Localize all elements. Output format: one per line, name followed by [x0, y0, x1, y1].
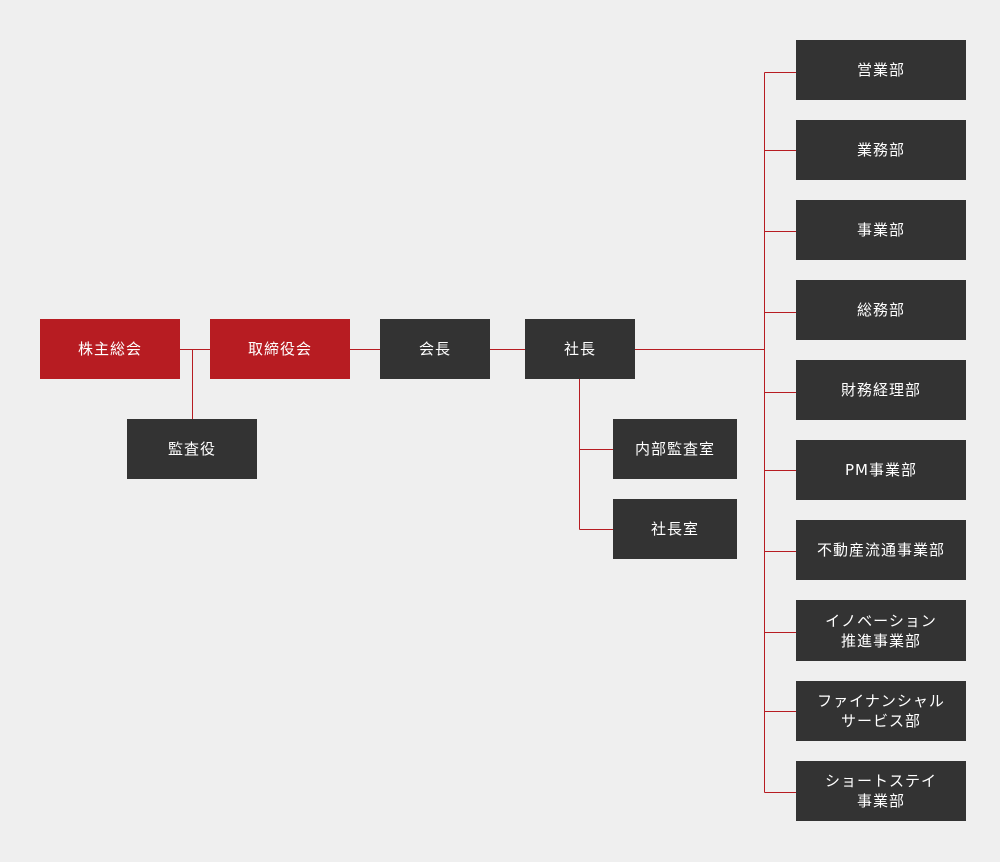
department-box: 事業部 [796, 200, 966, 260]
president-office-box: 社長室 [613, 499, 737, 559]
department-box: 不動産流通事業部 [796, 520, 966, 580]
department-box: ファイナンシャル サービス部 [796, 681, 966, 741]
shareholders-meeting-box: 株主総会 [40, 319, 180, 379]
department-box: 財務経理部 [796, 360, 966, 420]
board-of-directors-box: 取締役会 [210, 319, 350, 379]
department-box: ショートステイ 事業部 [796, 761, 966, 821]
department-box: イノベーション 推進事業部 [796, 600, 966, 661]
department-box: 業務部 [796, 120, 966, 180]
president-box: 社長 [525, 319, 635, 379]
internal-audit-office-box: 内部監査室 [613, 419, 737, 479]
department-box: 営業部 [796, 40, 966, 100]
department-box: PM事業部 [796, 440, 966, 500]
chairman-box: 会長 [380, 319, 490, 379]
auditor-box: 監査役 [127, 419, 257, 479]
department-box: 総務部 [796, 280, 966, 340]
